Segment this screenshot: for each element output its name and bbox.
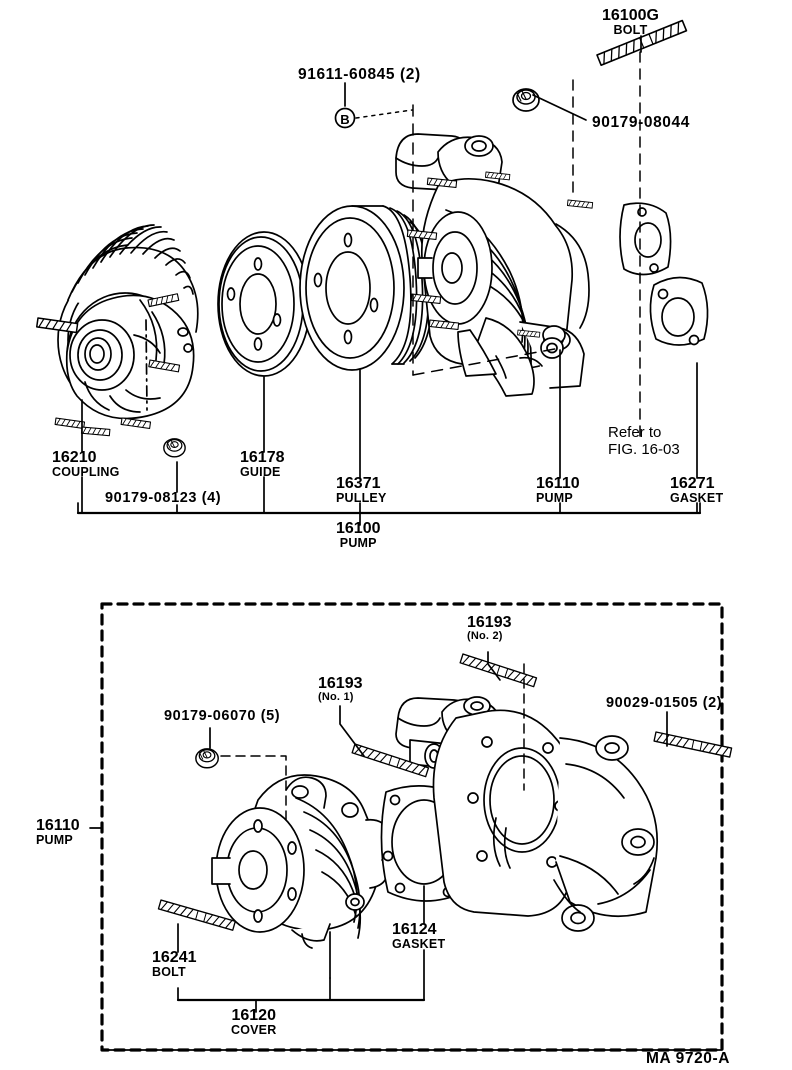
group-16110-number: 16110: [36, 817, 80, 834]
callout-16178: 16178 GUIDE: [240, 449, 285, 480]
water-pump-body-art: [395, 133, 709, 397]
callout-16210-number: 16210: [52, 449, 97, 466]
callout-16193-no2: 16193 (No. 2): [467, 614, 512, 643]
washer-90179-08123-art: [163, 438, 186, 458]
callout-16271-number: 16271: [670, 475, 715, 492]
callout-16178-number: 16178: [240, 449, 285, 466]
callout-16193-no1-name: (No. 1): [318, 691, 354, 704]
callout-16241-name: BOLT: [152, 965, 186, 980]
callout-16124-number: 16124: [392, 921, 437, 938]
pulley-art: [299, 205, 434, 371]
stud-16193-no2-art: [459, 653, 538, 688]
callout-16210: 16210 COUPLING: [52, 449, 120, 480]
marker-b-letter: B: [340, 112, 349, 127]
callout-16193-no2-name: (No. 2): [467, 630, 503, 643]
bracket-16100-name: PUMP: [339, 536, 377, 551]
callout-16110-top-name: PUMP: [536, 491, 573, 506]
callout-90179-08044: 90179-08044: [592, 114, 690, 131]
bracket-16120-number: 16120: [231, 1007, 276, 1024]
top-leader-lines: [76, 35, 702, 526]
callout-90179-08123: 90179-08123 (4): [105, 490, 222, 506]
callout-16110-top: 16110 PUMP: [536, 475, 580, 506]
callout-16241-number: 16241: [152, 949, 197, 966]
group-label-16110-pump: 16110 PUMP: [36, 817, 80, 848]
callout-16271-name: GASKET: [670, 491, 724, 506]
stud-90029-01505-art: [653, 731, 733, 758]
pump-housing-art: [395, 696, 659, 932]
pump-cover-art: [211, 774, 393, 949]
callout-16193-no1-number: 16193: [318, 675, 363, 692]
callout-16271: 16271 GASKET: [670, 475, 724, 506]
callout-16178-name: GUIDE: [240, 465, 281, 480]
bracket-16100-number: 16100: [336, 520, 381, 537]
callout-90029-01505: 90029-01505 (2): [606, 695, 723, 711]
callout-16100g-name: BOLT: [613, 23, 648, 38]
callout-16210-name: COUPLING: [52, 465, 120, 480]
callout-16371-name: PULLEY: [336, 491, 387, 506]
callout-16100g-number: 16100G: [602, 7, 659, 24]
callout-16371: 16371 PULLEY: [336, 475, 387, 506]
washer-90179-06070-art: [195, 748, 219, 769]
callout-16110-top-number: 16110: [536, 475, 580, 492]
fan-coupling-art: [35, 224, 199, 437]
washer-90179-08044-art: [512, 88, 540, 112]
marker-circle-b: [334, 107, 356, 129]
callout-16371-number: 16371: [336, 475, 381, 492]
refer-to-line1: Refer to: [608, 424, 662, 441]
callout-16124: 16124 GASKET: [392, 921, 446, 952]
drawing-code: MA 9720-A: [646, 1050, 731, 1067]
refer-to-note: Refer to FIG. 16-03: [608, 424, 680, 459]
callout-16124-name: GASKET: [392, 937, 446, 952]
fan-guide-art: [217, 231, 311, 377]
bottom-leader-lines: [89, 651, 668, 1013]
group-16110-name: PUMP: [36, 833, 73, 848]
callout-16241: 16241 BOLT: [152, 949, 197, 980]
callout-91611-60845: 91611-60845 (2): [298, 66, 421, 83]
callout-16193-no1: 16193 (No. 1): [318, 675, 363, 704]
callout-16193-no2-number: 16193: [467, 614, 512, 631]
callout-16100g: 16100G BOLT: [602, 7, 659, 38]
bracket-label-16100: 16100 PUMP: [336, 520, 381, 551]
bracket-label-16120: 16120 COVER: [231, 1007, 277, 1038]
callout-90179-06070: 90179-06070 (5): [164, 708, 281, 724]
refer-to-line2: FIG. 16-03: [608, 440, 680, 458]
bracket-16120-name: COVER: [231, 1023, 277, 1038]
top-dashed-region: [412, 104, 561, 376]
